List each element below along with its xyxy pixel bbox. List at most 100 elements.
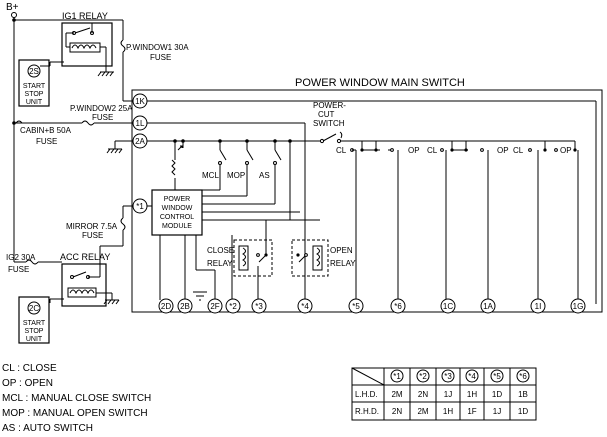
svg-text:1K: 1K [135, 97, 145, 106]
terminal-star3: *3 [251, 298, 267, 314]
terminal-star1: *1 [132, 198, 148, 214]
ig2-fuse-label: IG2 30A [6, 253, 36, 262]
svg-text:2M: 2M [391, 390, 402, 399]
legend-cl: CL : CLOSE [2, 363, 57, 374]
svg-text:MODULE: MODULE [162, 223, 192, 230]
ig2-fuse-symbol [25, 259, 39, 265]
svg-text:START: START [23, 320, 46, 327]
acc-relay-contact [70, 246, 101, 279]
svg-text:CL: CL [336, 146, 347, 155]
main-switch-box [131, 89, 603, 313]
mirror-fuse-symbol [120, 217, 126, 231]
svg-text:UNIT: UNIT [26, 336, 43, 343]
svg-text:2S: 2S [29, 67, 39, 76]
svg-text:RELAY: RELAY [330, 259, 356, 268]
open-relay-label: OPEN [330, 246, 353, 255]
table-header-2: *2 [419, 372, 427, 381]
svg-text:CL: CL [427, 146, 438, 155]
acc-ground-icon [103, 299, 120, 305]
connector-2s [27, 64, 41, 78]
svg-text:*6: *6 [394, 302, 402, 311]
power-cut-switch [322, 133, 337, 142]
table-header-1: *1 [393, 372, 401, 381]
pwindow2-fuse-symbol [81, 120, 95, 126]
svg-text:2D: 2D [161, 302, 171, 311]
svg-text:*5: *5 [352, 302, 360, 311]
cabin-fuse-label: CABIN+B 50A [20, 126, 72, 135]
svg-text:1B: 1B [518, 390, 528, 399]
mcl-switch: MCL [202, 149, 227, 190]
battery-label: B+ [6, 2, 19, 13]
table-corner-diagonal [351, 367, 385, 386]
control-module [151, 189, 203, 236]
table-header-4: *4 [468, 372, 476, 381]
ig1-ground-icon [97, 71, 114, 77]
connector-2c [27, 301, 41, 315]
close-relay-box [233, 239, 273, 277]
legend-op: OP : OPEN [2, 378, 53, 389]
table-row-rhd-label: R.H.D. [355, 407, 379, 416]
svg-text:FUSE: FUSE [92, 113, 113, 122]
open-relay-box [291, 239, 329, 277]
svg-text:*1: *1 [136, 202, 144, 211]
terminal-2a: 2A [132, 133, 148, 149]
terminal-table: *1 *2 *3 *4 *5 *6 L.H.D. 2M 2N 1J 1H 1D … [351, 367, 537, 421]
pwindow2-fuse-label: P.WINDOW2 25A [70, 104, 133, 113]
terminal-1i: 1I [530, 298, 546, 314]
svg-text:FUSE: FUSE [8, 265, 29, 274]
svg-text:STOP: STOP [25, 328, 44, 335]
svg-text:2C: 2C [29, 304, 39, 313]
switch-channel-2: CL OP [427, 141, 509, 300]
as-label: AS [259, 171, 270, 180]
terminal-2d: 2D [158, 298, 174, 314]
start-stop-unit-bottom [18, 296, 50, 344]
terminal-star2: *2 [225, 298, 241, 314]
pwindow1-fuse-symbol [120, 39, 126, 53]
battery-terminal [11, 12, 17, 18]
svg-text:1D: 1D [518, 407, 528, 416]
svg-text:1H: 1H [443, 407, 453, 416]
terminal-1l: 1L [132, 115, 148, 131]
svg-text:RELAY: RELAY [207, 259, 233, 268]
terminal-1g: 1G [570, 298, 586, 314]
svg-text:UNIT: UNIT [26, 99, 43, 106]
acc-relay-label: ACC RELAY [60, 252, 110, 262]
power-cut-label: POWER- [313, 101, 346, 110]
close-relay-label: CLOSE [207, 246, 234, 255]
svg-text:*3: *3 [255, 302, 263, 311]
svg-text:OP: OP [408, 146, 420, 155]
mop-switch: MOP [227, 149, 254, 196]
ig1-relay-contact [65, 23, 94, 48]
ground-icon-2b [193, 291, 207, 301]
svg-text:WINDOW: WINDOW [162, 205, 193, 212]
svg-text:STOP: STOP [25, 91, 44, 98]
legend-as: AS : AUTO SWITCH [2, 423, 93, 434]
open-relay-coil [312, 245, 323, 271]
svg-text:START: START [23, 83, 46, 90]
svg-text:2N: 2N [392, 407, 402, 416]
main-switch-title: POWER WINDOW MAIN SWITCH [295, 77, 465, 89]
terminal-1c: 1C [440, 298, 456, 314]
svg-text:2N: 2N [418, 390, 428, 399]
terminal-star4: *4 [297, 298, 313, 314]
svg-text:1F: 1F [467, 407, 476, 416]
terminal-1k: 1K [132, 93, 148, 109]
svg-text:FUSE: FUSE [150, 53, 171, 62]
svg-text:1G: 1G [573, 302, 584, 311]
acc-relay-box [61, 263, 107, 307]
svg-text:*2: *2 [229, 302, 237, 311]
table-header-5: *5 [493, 372, 501, 381]
mop-label: MOP [227, 171, 245, 180]
terminal-1a: 1A [480, 298, 496, 314]
svg-text:SWITCH: SWITCH [313, 119, 345, 128]
terminal-2f: 2F [207, 298, 223, 314]
svg-text:2B: 2B [180, 302, 190, 311]
svg-text:CONTROL: CONTROL [160, 214, 194, 221]
svg-text:1J: 1J [444, 390, 452, 399]
terminal-star6: *6 [390, 298, 406, 314]
svg-text:OP: OP [560, 146, 572, 155]
ig1-relay-label: IG1 RELAY [62, 11, 108, 21]
svg-text:FUSE: FUSE [82, 231, 103, 240]
svg-text:2M: 2M [417, 407, 428, 416]
